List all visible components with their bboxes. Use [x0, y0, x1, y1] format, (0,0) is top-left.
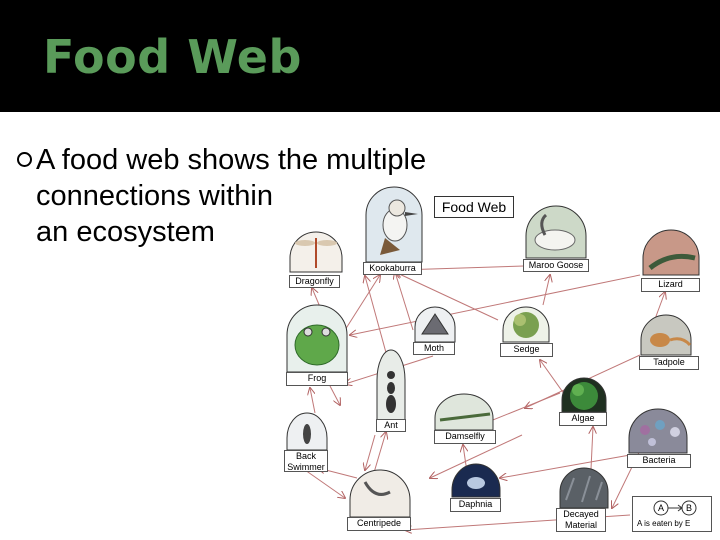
lizard-label: Lizard [641, 278, 700, 292]
bullet-circle-icon [17, 152, 32, 167]
bullet-text-line1: A food web shows the multiple [36, 144, 427, 176]
dragonfly-label: Dragonfly [289, 275, 340, 288]
centripede-label: Centripede [347, 517, 411, 531]
bullet-text-rest: connections within an ecosystem [36, 180, 273, 248]
moth-label: Moth [413, 342, 455, 355]
back-swimmer-node [286, 412, 328, 451]
bacteria-label: Bacteria [627, 454, 691, 468]
bacteria-node [628, 408, 688, 454]
moth-node [414, 306, 456, 343]
lizard-node [642, 229, 700, 276]
daphnia-node [451, 463, 501, 498]
decayed-material-label: Decayed Material [556, 508, 606, 532]
marco-goose-node [525, 205, 587, 259]
legend-caption: A is eaten by E [637, 519, 691, 528]
legend-arrow-icon: A B [653, 500, 697, 516]
legend-b: B [686, 503, 692, 513]
algae-label: Algae [559, 412, 607, 426]
food-web-arrows [304, 264, 665, 530]
frog-node [286, 304, 348, 373]
algae-node [561, 377, 607, 413]
daphnia-label: Daphnia [450, 498, 501, 512]
slide-title: Food Web [43, 30, 302, 84]
dragonfly-node [289, 231, 343, 273]
ant-node [376, 349, 406, 421]
marco-goose-label: Maroo Goose [523, 259, 589, 272]
legend-a: A [658, 503, 664, 513]
damselfly-node [434, 393, 494, 431]
title-bar: Food Web [0, 0, 720, 112]
decayed-material-node [559, 467, 609, 509]
back-swimmer-label: Back Swimmer [284, 450, 328, 472]
damselfly-label: Damselfly [434, 430, 496, 444]
diagram-heading: Food Web [434, 196, 514, 218]
kookaburra-label: Kookaburra [363, 262, 422, 275]
tadpole-label: Tadpole [639, 356, 699, 370]
ant-label: Ant [376, 419, 406, 432]
frog-label: Frog [286, 372, 348, 386]
diagram-legend: A B A is eaten by E [632, 496, 712, 532]
centripede-node [349, 469, 411, 518]
tadpole-node [640, 314, 692, 356]
kookaburra-node [365, 186, 423, 263]
sedge-label: Sedge [500, 343, 553, 357]
sedge-node [502, 306, 550, 343]
